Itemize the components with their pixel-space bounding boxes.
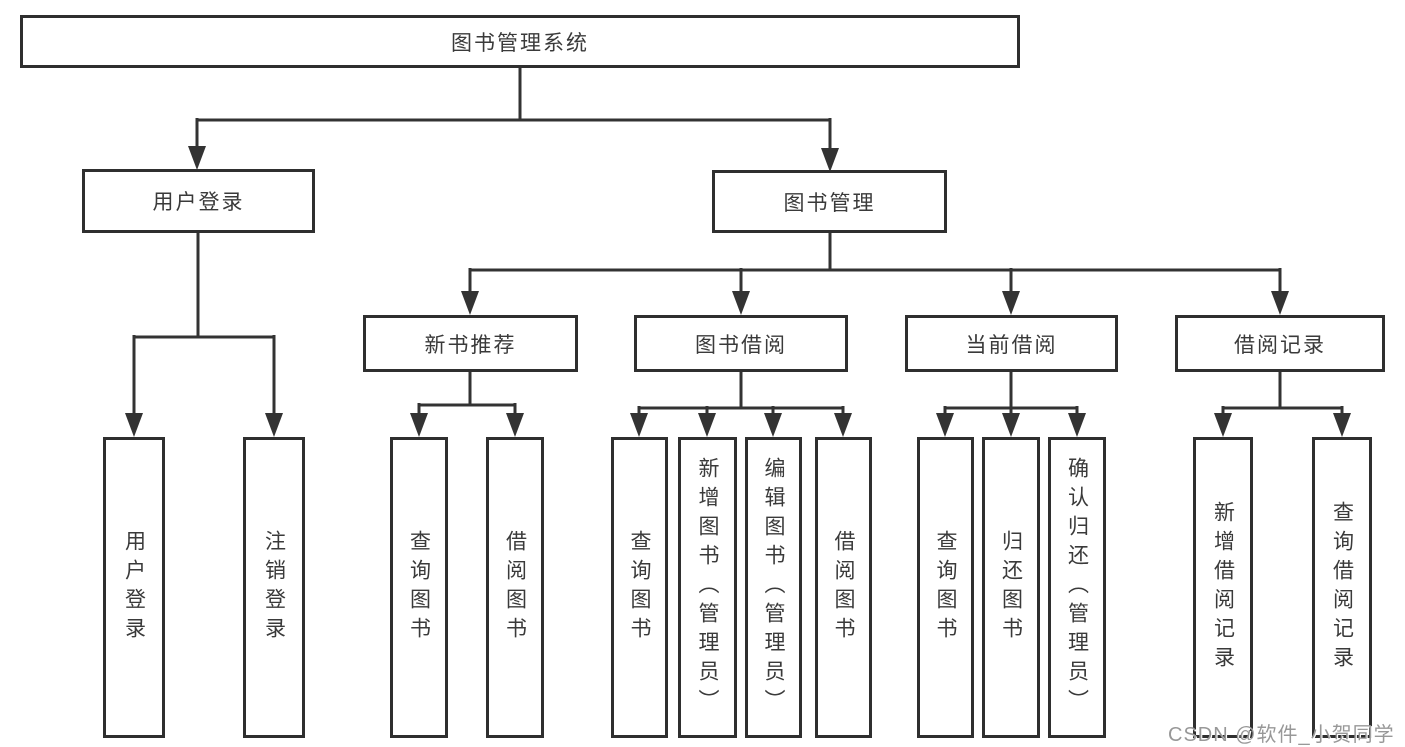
leaf-query-books-current: 查询图书 — [917, 437, 974, 738]
arrowheads — [125, 146, 1351, 437]
leaf-edit-book-admin: 编辑图书（管理员） — [745, 437, 802, 738]
leaf-add-borrow-record: 新增借阅记录 — [1193, 437, 1253, 738]
node-new-book-recommend: 新书推荐 — [363, 315, 578, 372]
leaf-label: 借阅图书 — [832, 529, 855, 646]
leaf-label: 注销登录 — [262, 529, 286, 646]
leaf-add-book-admin: 新增图书（管理员） — [678, 437, 737, 738]
leaf-label: 查询借阅记录 — [1330, 500, 1354, 675]
node-borrow-records: 借阅记录 — [1175, 315, 1385, 372]
node-current-borrow: 当前借阅 — [905, 315, 1118, 372]
node-user-login: 用户登录 — [82, 169, 315, 233]
leaf-label: 新增图书（管理员） — [696, 457, 719, 718]
leaf-confirm-return-admin: 确认归还（管理员） — [1048, 437, 1106, 738]
leaf-query-books-recommend: 查询图书 — [390, 437, 448, 738]
node-book-management: 图书管理 — [712, 170, 947, 233]
leaf-label: 新增借阅记录 — [1211, 500, 1235, 675]
leaf-label: 归还图书 — [999, 529, 1023, 646]
leaf-label: 编辑图书（管理员） — [762, 457, 785, 718]
leaf-borrow-books-recommend: 借阅图书 — [486, 437, 544, 738]
leaf-query-books-borrow: 查询图书 — [611, 437, 668, 738]
node-root-library-system: 图书管理系统 — [20, 15, 1020, 68]
leaf-logout: 注销登录 — [243, 437, 305, 738]
leaf-borrow-books: 借阅图书 — [815, 437, 872, 738]
leaf-return-book: 归还图书 — [982, 437, 1040, 738]
leaf-label: 用户登录 — [122, 529, 146, 646]
leaf-query-borrow-record: 查询借阅记录 — [1312, 437, 1372, 738]
leaf-label: 查询图书 — [934, 529, 957, 646]
leaf-label: 查询图书 — [407, 529, 431, 646]
leaf-user-login: 用户登录 — [103, 437, 165, 738]
node-book-borrow: 图书借阅 — [634, 315, 848, 372]
leaf-label: 借阅图书 — [503, 529, 527, 646]
csdn-watermark: CSDN @软件_小贺同学 — [1168, 724, 1395, 746]
leaf-label: 查询图书 — [628, 529, 651, 646]
leaf-label: 确认归还（管理员） — [1065, 457, 1089, 718]
